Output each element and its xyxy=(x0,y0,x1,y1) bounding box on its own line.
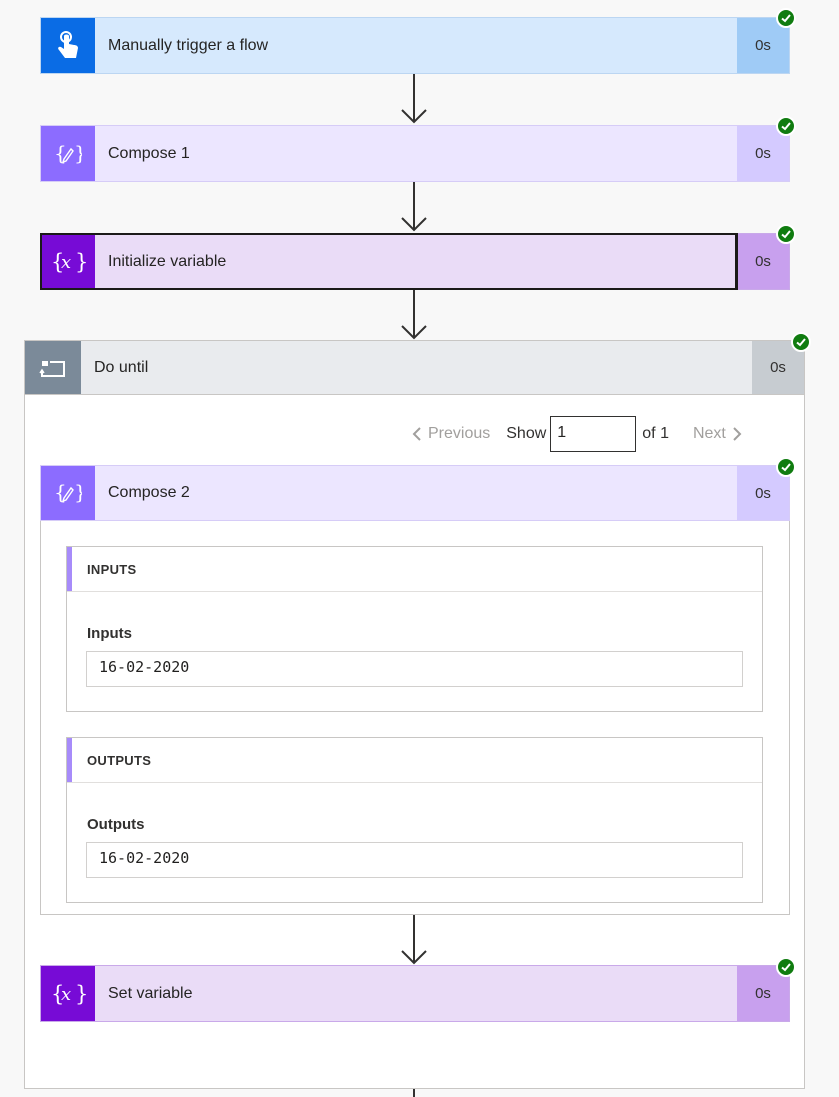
outputs-section: OUTPUTS Outputs 16-02-2020 xyxy=(66,737,763,903)
success-check-icon xyxy=(776,224,796,244)
step-compose-2-icon-box: { } xyxy=(41,466,95,520)
inputs-section: INPUTS Inputs 16-02-2020 xyxy=(66,546,763,712)
success-check-icon xyxy=(791,332,811,352)
svg-text:}: } xyxy=(74,480,82,504)
step-compose-2-title: Compose 2 xyxy=(108,484,190,501)
success-check-icon xyxy=(776,957,796,977)
svg-text:x: x xyxy=(61,252,71,273)
variable-icon: { x } xyxy=(51,982,86,1006)
step-do-until-icon-box xyxy=(25,341,81,394)
step-set-variable-icon-box: { x } xyxy=(41,966,95,1021)
chevron-left-icon xyxy=(412,427,421,441)
inputs-value[interactable]: 16-02-2020 xyxy=(86,651,743,687)
inputs-label: Inputs xyxy=(87,625,132,642)
svg-text:}: } xyxy=(75,250,86,274)
step-set-variable[interactable]: { x } Set variable 0s xyxy=(40,965,790,1022)
step-set-variable-title: Set variable xyxy=(108,984,193,1002)
success-check-icon xyxy=(776,8,796,28)
success-check-icon xyxy=(776,457,796,477)
step-initialize-variable[interactable]: { x } Initialize variable 0s xyxy=(40,233,790,290)
success-check-icon xyxy=(776,116,796,136)
step-initialize-variable-icon-box: { x } xyxy=(41,234,95,289)
step-trigger-duration: 0s xyxy=(737,18,789,73)
step-compose-2[interactable]: { } Compose 2 0s xyxy=(40,465,790,521)
svg-text:{: { xyxy=(51,250,64,274)
step-trigger-icon-box xyxy=(41,18,95,73)
svg-text:}: } xyxy=(75,982,86,1006)
outputs-label: Outputs xyxy=(87,816,145,833)
step-trigger-title: Manually trigger a flow xyxy=(108,36,269,54)
step-initialize-variable-title: Initialize variable xyxy=(95,233,737,290)
svg-text:{: { xyxy=(51,982,64,1006)
step-initialize-variable-duration: 0s xyxy=(737,234,789,289)
step-trigger[interactable]: Manually trigger a flow 0s xyxy=(40,17,790,74)
chevron-right-icon xyxy=(733,427,742,441)
step-compose-1[interactable]: { } Compose 1 0s xyxy=(40,125,790,182)
svg-text:x: x xyxy=(61,984,71,1005)
pager-previous-button[interactable]: Previous xyxy=(412,425,490,443)
touch-icon xyxy=(58,30,78,58)
compose-icon: { } xyxy=(54,141,82,165)
connector-line xyxy=(413,1089,415,1097)
connector-arrow xyxy=(401,290,427,340)
outputs-value[interactable]: 16-02-2020 xyxy=(86,842,743,878)
compose-icon: { } xyxy=(54,480,82,504)
pager-show-label: Show xyxy=(506,425,547,442)
variable-icon: { x } xyxy=(51,250,86,274)
inputs-header[interactable]: INPUTS xyxy=(67,547,762,592)
svg-text:}: } xyxy=(74,141,82,165)
step-compose-1-duration: 0s xyxy=(737,126,789,181)
loop-icon xyxy=(39,360,65,377)
step-compose-1-title: Compose 1 xyxy=(108,144,190,162)
pager-of-label: of 1 xyxy=(642,425,669,442)
step-do-until[interactable]: Do until 0s xyxy=(24,340,805,395)
step-do-until-title: Do until xyxy=(94,358,149,376)
pager-previous-label: Previous xyxy=(428,425,491,442)
connector-arrow xyxy=(401,182,427,232)
outputs-header[interactable]: OUTPUTS xyxy=(67,738,762,783)
pager-next-label: Next xyxy=(692,425,726,442)
pager-next-button[interactable]: Next xyxy=(693,425,742,443)
connector-arrow xyxy=(401,915,427,965)
iteration-pager: Previous Show 1 of 1 Next xyxy=(412,416,742,452)
pager-page-input[interactable]: 1 xyxy=(550,416,637,452)
connector-arrow xyxy=(401,74,427,124)
step-compose-1-icon-box: { } xyxy=(41,126,95,181)
